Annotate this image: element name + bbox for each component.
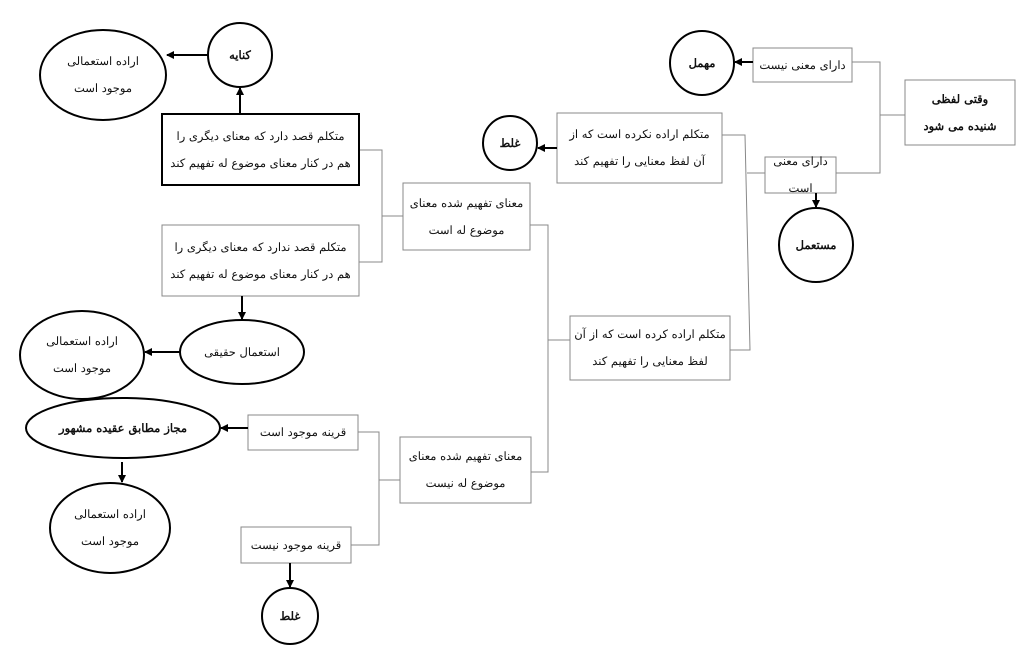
- not-intends-other-box: [161, 224, 360, 297]
- usage-will-3-label: اراده استعمالی موجود است: [50, 483, 170, 573]
- usage-will-2-label: اراده استعمالی موجود است: [20, 311, 144, 399]
- not-intended-line-2: آن لفظ معنایی را تفهیم کند: [574, 154, 705, 168]
- intends-other-box: [161, 113, 360, 186]
- intended-line-2: لفظ معنایی را تفهیم کند: [592, 354, 708, 368]
- intended-line-1: متکلم اراده کرده است که از آن: [574, 327, 726, 341]
- not-intends-other-label: متکلم قصد ندارد که معنای دیگری را هم در …: [162, 225, 359, 296]
- intends-other-line-2: هم در کنار معنای موضوع له تفهیم کند: [170, 155, 351, 170]
- usage-will-1-line-2: موجود است: [73, 81, 133, 95]
- context-exists-label: قرینه موجود است: [259, 425, 347, 439]
- real-usage-label: استعمال حقیقی: [204, 344, 280, 359]
- not-intended-line-1: متکلم اراده نکرده است که از: [569, 127, 710, 141]
- intends-other-line-1: متکلم قصد دارد که معنای دیگری را: [176, 128, 345, 143]
- not-literal-line-1: معنای تفهیم شده معنای: [408, 449, 523, 463]
- is-literal-label: معنای تفهیم شده معنای موضوع له است: [403, 183, 530, 250]
- intends-other-label: متکلم قصد دارد که معنای دیگری را هم در ک…: [162, 114, 359, 185]
- not-intends-other-line-2: هم در کنار معنای موضوع له تفهیم کند: [170, 266, 351, 281]
- kinaye-label: کنایه: [229, 47, 251, 62]
- not-literal-line-2: موضوع له نیست: [425, 476, 506, 490]
- has-meaning-box: [764, 156, 837, 194]
- root-label: وقتی لفظی شنیده می شود: [905, 80, 1015, 145]
- usage-will-3-line-1: اراده استعمالی: [74, 507, 146, 521]
- is-literal-line-2: موضوع له است: [428, 222, 505, 237]
- has-no-meaning-box: [752, 47, 853, 83]
- usage-will-2-line-1: اراده استعمالی: [46, 334, 118, 348]
- usage-will-3-line-2: موجود است: [80, 534, 140, 548]
- has-meaning-label: دارای معنی است: [773, 154, 828, 195]
- wrong-1-label: غلط: [499, 135, 521, 150]
- context-not-exists-label: قرینه موجود نیست: [250, 537, 342, 552]
- has-no-meaning-label: دارای معنی نیست: [759, 57, 846, 72]
- not-literal-box: [399, 436, 532, 504]
- root-line-1: وقتی لفظی: [931, 91, 989, 106]
- wrong-2-label: غلط: [279, 608, 301, 623]
- not-literal-label: معنای تفهیم شده معنای موضوع له نیست: [400, 437, 531, 503]
- mohmal-label: مهمل: [688, 55, 716, 70]
- intended-box: [569, 315, 731, 381]
- usage-will-1-line-1: اراده استعمالی: [67, 54, 139, 68]
- not-intends-other-line-1: متکلم قصد ندارد که معنای دیگری را: [174, 239, 347, 254]
- root-line-2: شنیده می شود: [923, 118, 997, 133]
- root-box: [904, 79, 1016, 146]
- is-literal-line-1: معنای تفهیم شده معنای: [409, 195, 524, 210]
- usage-will-2-line-2: موجود است: [52, 361, 112, 375]
- usage-will-1-label: اراده استعمالی موجود است: [40, 30, 166, 120]
- intended-label: متکلم اراده کرده است که از آن لفظ معنایی…: [570, 316, 730, 380]
- majaz-label: مجاز مطابق عقیده مشهور: [59, 420, 187, 435]
- not-intended-label: متکلم اراده نکرده است که از آن لفظ معنای…: [557, 113, 722, 183]
- mostamal-label: مستعمل: [795, 237, 837, 252]
